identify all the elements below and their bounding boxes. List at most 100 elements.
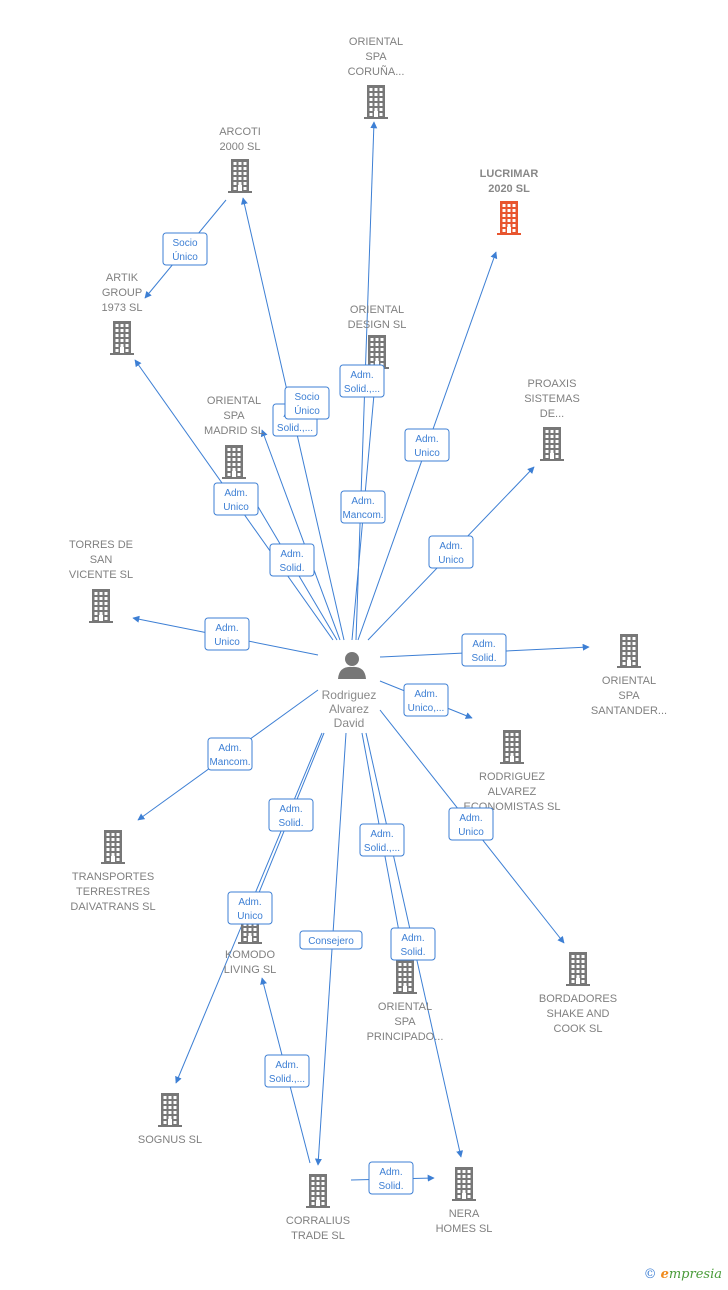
edge-label[interactable]: Adm.Unico bbox=[428, 535, 474, 569]
company-node-proaxis-sistemas[interactable]: PROAXISSISTEMASDE... bbox=[524, 378, 580, 461]
edge-label-box bbox=[299, 930, 363, 950]
edge-label-text: Adm. bbox=[472, 639, 495, 650]
edge-label-text: Adm. bbox=[370, 829, 393, 840]
company-label: VICENTE SL bbox=[69, 569, 133, 581]
building-icon bbox=[101, 830, 125, 864]
building-icon bbox=[158, 1093, 182, 1127]
edge-label-box bbox=[339, 364, 385, 398]
edge-label[interactable]: Consejero bbox=[299, 930, 363, 950]
edge-label-text: Solid. bbox=[278, 818, 303, 829]
building-icon bbox=[497, 201, 521, 235]
edges-layer bbox=[132, 121, 590, 1182]
edge-label-text: Único bbox=[294, 404, 320, 417]
edge-label-box bbox=[284, 386, 330, 420]
edge-label[interactable]: Adm. Solid.,... bbox=[359, 823, 405, 857]
edge-label[interactable]: Adm.Unico bbox=[204, 617, 250, 651]
edge-label-box bbox=[264, 1054, 310, 1088]
edge-label[interactable]: Adm. Mancom. bbox=[340, 490, 386, 524]
building-icon bbox=[89, 589, 113, 623]
building-icon bbox=[110, 321, 134, 355]
edge-label[interactable]: Adm. Solid. bbox=[461, 633, 507, 667]
edge-label-box bbox=[207, 737, 253, 771]
edge-label-text: Unico bbox=[438, 555, 464, 566]
empresia-footer[interactable]: ©empresia bbox=[644, 1267, 722, 1282]
company-label: TERRESTRES bbox=[76, 886, 150, 898]
edge-label[interactable]: Adm. Solid.,... bbox=[339, 364, 385, 398]
company-node-oriental-spa-principado[interactable]: ORIENTALSPAPRINCIPADO... bbox=[367, 960, 444, 1043]
edge-label-text: Solid.,... bbox=[344, 384, 380, 395]
edge-label[interactable]: Adm. Solid. bbox=[269, 543, 315, 577]
edge-label-text: Adm. bbox=[224, 488, 247, 499]
edge-label[interactable]: Adm.Solid. bbox=[390, 927, 436, 961]
edge-label[interactable]: Adm.Solid. bbox=[368, 1161, 414, 1195]
company-label: PRINCIPADO... bbox=[367, 1031, 444, 1043]
company-label: NERA bbox=[449, 1208, 480, 1220]
company-label: 2000 SL bbox=[220, 141, 261, 153]
brand-initial: e bbox=[660, 1267, 669, 1282]
edge-label-box bbox=[204, 617, 250, 651]
edge-label-text: Adm. bbox=[218, 743, 241, 754]
edge-label-text: Socio bbox=[294, 392, 319, 403]
edge-label-text: Adm. bbox=[280, 549, 303, 560]
edge-label[interactable]: Adm. Unico bbox=[448, 807, 494, 841]
person-icon bbox=[338, 652, 366, 679]
edge-label-text: Solid. bbox=[400, 947, 425, 958]
company-label: TRADE SL bbox=[291, 1230, 345, 1242]
company-label: ORIENTAL bbox=[350, 304, 404, 316]
company-label: LIVING SL bbox=[224, 964, 277, 976]
company-label: DE... bbox=[540, 408, 564, 420]
edge-label-box bbox=[268, 798, 314, 832]
company-node-oriental-spa-santander[interactable]: ORIENTALSPASANTANDER... bbox=[591, 634, 667, 717]
edge-label-text: Solid.,... bbox=[269, 1074, 305, 1085]
edge-label-text: Adm. bbox=[350, 370, 373, 381]
edge-label-box bbox=[162, 232, 208, 266]
edge-label-text: Solid. bbox=[471, 653, 496, 664]
edge-label-box bbox=[461, 633, 507, 667]
edge-label-text: Solid. bbox=[279, 563, 304, 574]
edge-label-text: Unico bbox=[414, 448, 440, 459]
edge-label[interactable]: Adm.Solid. bbox=[268, 798, 314, 832]
edge-label[interactable]: Adm. Solid.,... bbox=[264, 1054, 310, 1088]
edge-label-text: Adm. bbox=[275, 1060, 298, 1071]
edge-label-box bbox=[368, 1161, 414, 1195]
company-label: DESIGN SL bbox=[348, 319, 407, 331]
company-label: CORUÑA... bbox=[348, 65, 405, 78]
edge-label-text: Adm. bbox=[351, 496, 374, 507]
company-node-oriental-design[interactable]: ORIENTAL DESIGN SL bbox=[348, 304, 407, 369]
edge-label[interactable]: Adm.Unico bbox=[227, 891, 273, 925]
building-icon bbox=[222, 445, 246, 479]
company-label: PROAXIS bbox=[528, 378, 577, 390]
edge-label[interactable]: Adm.Unico bbox=[404, 428, 450, 462]
edge-label-text: Consejero bbox=[308, 936, 354, 947]
edge-label-text: Solid.,... bbox=[364, 843, 400, 854]
edge-label[interactable]: Adm.Unico,... bbox=[403, 683, 449, 717]
building-icon bbox=[365, 335, 389, 369]
company-label: KOMODO bbox=[225, 949, 276, 961]
company-label: SPA bbox=[365, 51, 387, 63]
edge-label-text: Adm. bbox=[459, 813, 482, 824]
edge-label-text: Unico bbox=[458, 827, 484, 838]
edge-label-text: Mancom. bbox=[342, 510, 383, 521]
person-name: Rodriguez bbox=[322, 688, 377, 702]
company-node-oriental-spa-coruna[interactable]: ORIENTALSPACORUÑA... bbox=[348, 36, 405, 119]
edge-label[interactable]: Adm.Unico bbox=[213, 482, 259, 516]
edge-label[interactable]: Adm.Mancom. bbox=[207, 737, 253, 771]
edge-label-text: Unico bbox=[214, 637, 240, 648]
company-node-sognus[interactable]: SOGNUS SL bbox=[138, 1093, 202, 1146]
edge-label-text: Adm. bbox=[414, 689, 437, 700]
edge-label-box bbox=[269, 543, 315, 577]
